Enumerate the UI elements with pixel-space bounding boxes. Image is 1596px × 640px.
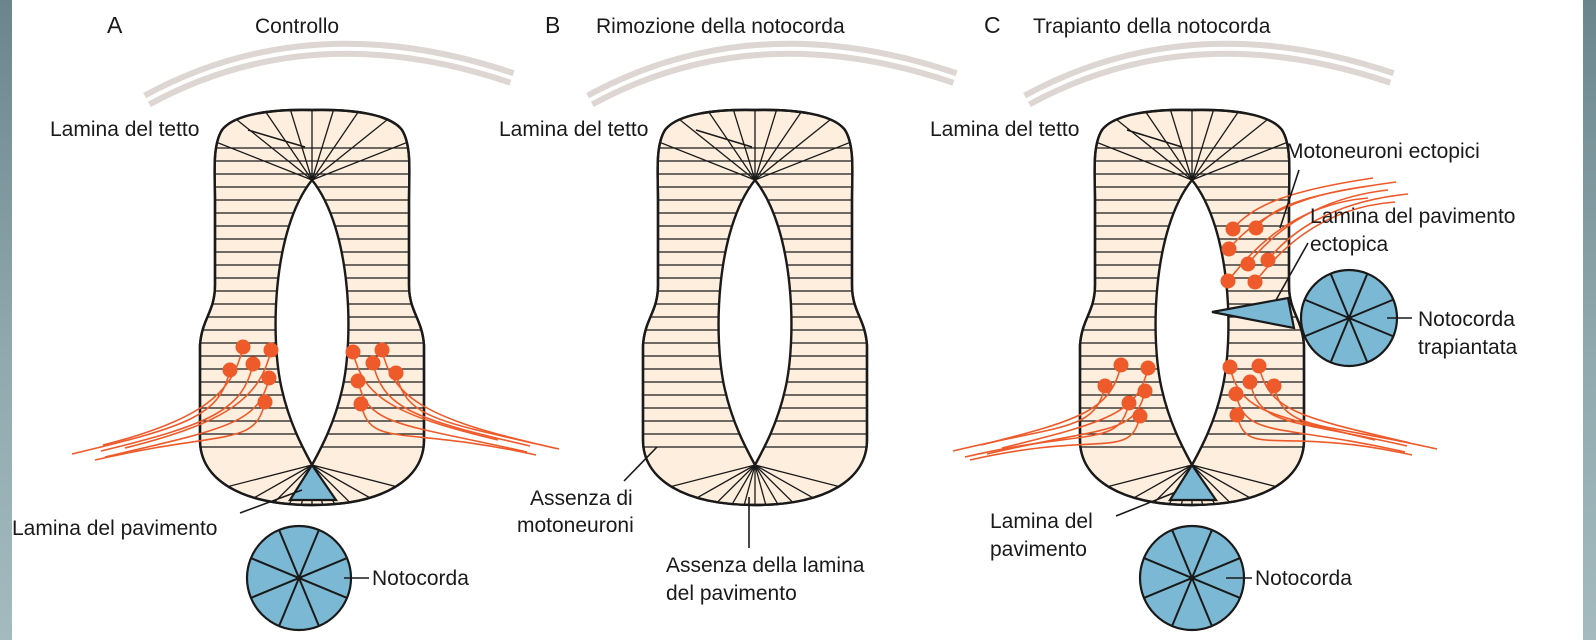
ectopic-floor-plate-label-line1: Lamina del pavimento: [1310, 205, 1515, 228]
panel-b: B Rimozione della notocorda Lamina del t…: [499, 12, 955, 605]
motor-neuron-body: [1243, 375, 1258, 390]
transplanted-notochord-label-line1: Notocorda: [1418, 308, 1515, 331]
motor-neuron-body: [351, 374, 366, 389]
motor-neuron-body: [246, 357, 261, 372]
no-motor-neurons-label-line1: Assenza di: [530, 487, 633, 510]
notochord-label: Notocorda: [1255, 567, 1352, 590]
ectoderm: [590, 49, 955, 100]
no-motor-neurons-label-line2: motoneuroni: [517, 514, 634, 537]
roof-plate-label: Lamina del tetto: [50, 118, 199, 141]
notochord-label: Notocorda: [372, 567, 469, 590]
floor-plate-label-line2: pavimento: [990, 538, 1087, 561]
neural-tube: [192, 60, 432, 585]
motor-neuron-body: [264, 343, 279, 358]
panel-a-title: Controllo: [255, 15, 339, 38]
transplanted-notochord: [1301, 270, 1397, 366]
motor-neuron-body: [1252, 359, 1267, 374]
notochord: [247, 526, 351, 630]
motor-neuron-body: [1267, 379, 1282, 394]
motor-neuron-body: [354, 397, 369, 412]
motor-neuron-body: [223, 363, 238, 378]
ectopic-neuron-body: [1222, 242, 1237, 257]
ectopic-neuron-body: [1221, 274, 1236, 289]
transplanted-notochord-label-line2: trapiantata: [1418, 336, 1518, 359]
motor-neuron-body: [236, 340, 251, 355]
motor-neuron-body: [262, 371, 277, 386]
ectopic-motor-neurons-label: Motoneuroni ectopici: [1286, 140, 1480, 163]
floor-plate-label-line1: Lamina del: [990, 510, 1093, 533]
panel-b-letter: B: [545, 12, 560, 38]
ectoderm: [1027, 49, 1392, 100]
motor-neuron-body: [1141, 361, 1156, 376]
neural-tube-diagram: A Controllo Lamina del tetto Lamina del …: [12, 0, 1583, 640]
figure-frame: A Controllo Lamina del tetto Lamina del …: [12, 0, 1583, 640]
ectoderm: [147, 49, 512, 100]
panel-c-title: Trapianto della notocorda: [1033, 15, 1271, 38]
motor-neuron-body: [366, 356, 381, 371]
no-floor-plate-label-line1: Assenza della lamina: [666, 554, 865, 577]
motor-neuron-body: [1230, 408, 1245, 423]
motor-neuron-body: [258, 395, 273, 410]
motor-neuron-body: [1133, 409, 1148, 424]
motor-neuron-body: [389, 366, 404, 381]
panel-a: A Controllo Lamina del tetto Lamina del …: [12, 12, 559, 630]
panel-c: C Trapianto della notocorda Lamina del t…: [930, 12, 1518, 630]
panel-c-letter: C: [984, 12, 1001, 38]
floor-plate-label: Lamina del pavimento: [12, 517, 217, 540]
panel-a-letter: A: [107, 12, 123, 38]
ectopic-neuron-body: [1226, 222, 1241, 237]
motor-neuron-body: [1138, 384, 1153, 399]
motor-neuron-body: [1122, 396, 1137, 411]
motor-neuron-body: [375, 343, 390, 358]
motor-neuron-body: [1114, 358, 1129, 373]
roof-plate-label: Lamina del tetto: [499, 118, 648, 141]
neural-tube: [635, 60, 875, 585]
motor-neuron-body: [346, 345, 361, 360]
motor-neuron-body: [1223, 360, 1238, 375]
motor-neuron-body: [1098, 379, 1113, 394]
roof-plate-label: Lamina del tetto: [930, 118, 1079, 141]
ectopic-floor-plate-label-line2: ectopica: [1310, 233, 1389, 256]
ectopic-neuron-body: [1248, 275, 1263, 290]
panel-b-title: Rimozione della notocorda: [596, 15, 845, 38]
no-floor-plate-label-line2: del pavimento: [666, 582, 797, 605]
motor-neuron-body: [1229, 387, 1244, 402]
